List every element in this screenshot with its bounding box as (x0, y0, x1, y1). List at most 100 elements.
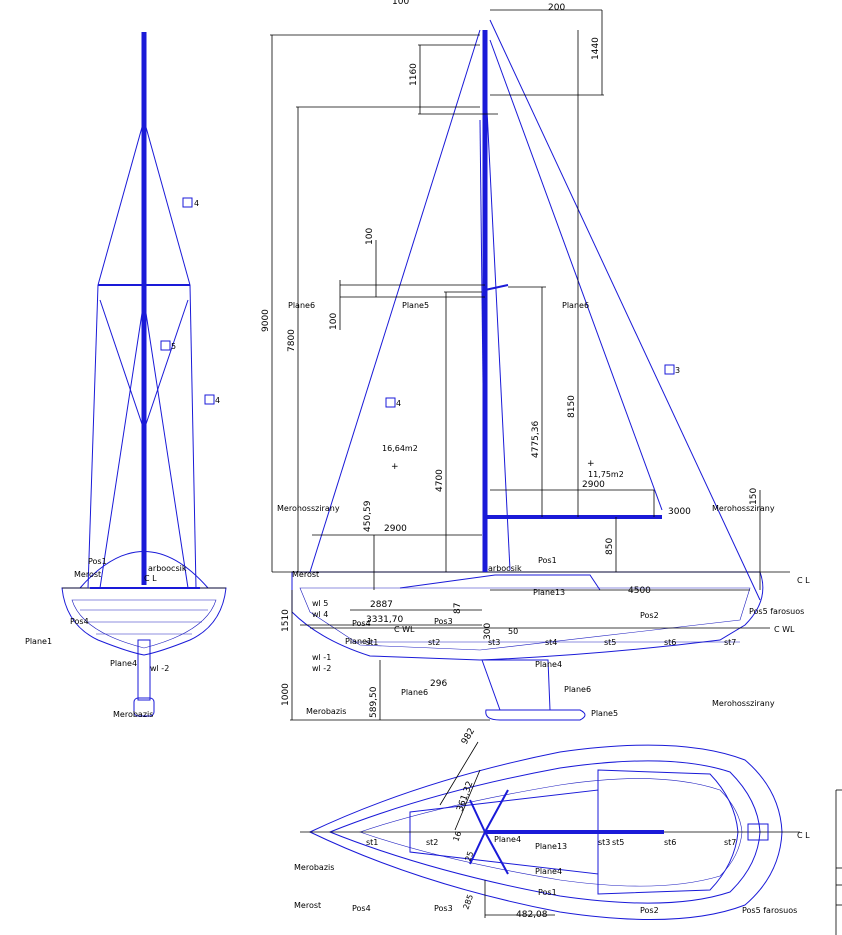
plan-label-st6: st6 (664, 838, 676, 847)
side-label-st3: st3 (488, 638, 500, 647)
side-label-plane13: Plane13 (533, 588, 565, 597)
side-label-pos1: Pos1 (538, 556, 557, 565)
dim-296: 296 (430, 679, 447, 689)
front-tag-4b-box (204, 394, 215, 405)
dim-3331: 3331,70 (366, 615, 403, 625)
side-label-area1: 16,64m2 (382, 444, 418, 453)
dim-300: 300 (483, 623, 493, 640)
front-label-merobazis: Merobazis (113, 710, 153, 719)
side-label-plane6b: Plane6 (401, 688, 428, 697)
side-label-pos2: Pos2 (640, 611, 659, 620)
title-block-fragment (835, 789, 842, 935)
front-label-pos4: Pos4 (70, 617, 89, 626)
dim-9000: 9000 (261, 309, 271, 332)
side-shroud (486, 109, 511, 571)
plan-dim-25-text: 25 (463, 850, 475, 863)
front-hull-section (61, 587, 227, 656)
side-hull-inner (299, 587, 751, 651)
side-label-wl2: wl -2 (312, 664, 331, 673)
side-label-cwl: C WL (394, 625, 415, 634)
side-label-merohossz3: Merohosszirany (712, 699, 775, 708)
front-label-cl: C L (144, 574, 157, 583)
dim-150: 150 (749, 488, 759, 505)
dim-1510: 1510 (281, 609, 291, 632)
plan-dim-16-text: 16 (451, 830, 463, 843)
side-tag-4: 4 (396, 399, 401, 408)
plan-label-pos5: Pos5 farosuos (742, 906, 797, 915)
plan-label-merobazis: Merobazis (294, 863, 334, 872)
plan-label-st7: st7 (724, 838, 736, 847)
front-shroud-lower-r (189, 284, 197, 589)
plan-shroud-a (484, 789, 509, 833)
dim-87: 87 (453, 603, 463, 614)
plan-label-pos4: Pos4 (352, 904, 371, 913)
side-label-st6: st6 (664, 638, 676, 647)
side-centroid-1: + (391, 462, 399, 472)
side-label-plane6: Plane6 (562, 301, 589, 310)
side-view: 4 3 100 200 1440 1160 9000 7800 100 100 … (261, 0, 810, 721)
plan-dim-361 (454, 769, 481, 831)
front-tag-5-box (160, 340, 171, 351)
front-label-arboocsik: arboocsik (148, 564, 187, 573)
dim-450: 450,59 (363, 500, 373, 532)
dim-4500: 4500 (628, 586, 651, 596)
side-label-st5: st5 (604, 638, 616, 647)
plan-label-plane13: Plane13 (535, 842, 567, 851)
dim-7800: 7800 (287, 329, 297, 352)
side-label-pos5: Pos5 farosuos (749, 607, 804, 616)
dim-4775: 4775,36 (531, 421, 541, 458)
side-label-wl4: wl 4 (312, 610, 328, 619)
side-label-st4: st4 (545, 638, 557, 647)
plan-label-st1: st1 (366, 838, 378, 847)
plan-shroud-b (484, 831, 509, 875)
plan-label-cl: C L (797, 831, 810, 840)
side-hull (291, 571, 764, 661)
front-diag-r (143, 299, 189, 589)
front-label-pos1: Pos1 (88, 557, 107, 566)
side-tag-3: 3 (675, 366, 680, 375)
plan-cabin (409, 789, 599, 875)
plan-label-st3: st3 (598, 838, 610, 847)
side-label-plane5: Plane5 (402, 301, 429, 310)
side-label-plane6c: Plane6 (564, 685, 591, 694)
dim-100a: 100 (365, 228, 375, 245)
side-deck-cabin (399, 574, 601, 591)
side-label-wl1: wl -1 (312, 653, 331, 662)
side-spreader (484, 284, 509, 291)
dim-1000: 1000 (281, 683, 291, 706)
dim-200: 200 (548, 3, 565, 13)
plan-view: 982 361,32 16 25 285 482,08 C L st1 st2 … (294, 727, 810, 921)
front-tag-4b: 4 (215, 396, 220, 405)
dim-50: 50 (508, 627, 518, 636)
dim-2900b: 2900 (582, 480, 605, 490)
side-forestay (309, 29, 481, 573)
plan-shroud-c (469, 799, 486, 833)
front-diag-r2 (143, 299, 189, 431)
side-label-st7: st7 (724, 638, 736, 647)
side-label-cwl2: C WL (774, 625, 795, 634)
side-label-st1: st1 (366, 638, 378, 647)
front-view: 4 5 4 Pos1 Merost arboocsik C L Plane1 P… (25, 32, 227, 719)
side-bulb (485, 709, 586, 721)
front-label-wl: wl -2 (150, 664, 169, 673)
side-tag-3-box (664, 364, 675, 375)
side-tag-4-box (385, 397, 396, 408)
dim-850: 850 (605, 538, 615, 555)
plan-label-plane4b: Plane4 (535, 867, 562, 876)
side-label-st2: st2 (428, 638, 440, 647)
plan-dim-982 (439, 741, 479, 806)
dim-4700: 4700 (435, 469, 445, 492)
front-shroud-upper-r (143, 119, 191, 286)
side-label-cl: C L (797, 576, 810, 585)
front-tag-4a: 4 (194, 199, 199, 208)
dim-100b: 100 (329, 313, 339, 330)
side-backstay (489, 19, 761, 601)
front-diag-l2 (99, 299, 145, 431)
plan-label-pos3: Pos3 (434, 904, 453, 913)
side-label-plane1: Plane1 (345, 637, 372, 646)
plan-label-pos2: Pos2 (640, 906, 659, 915)
side-label-wl5: wl 5 (312, 599, 328, 608)
front-keel (137, 639, 151, 701)
front-tag-5: 5 (171, 342, 176, 351)
